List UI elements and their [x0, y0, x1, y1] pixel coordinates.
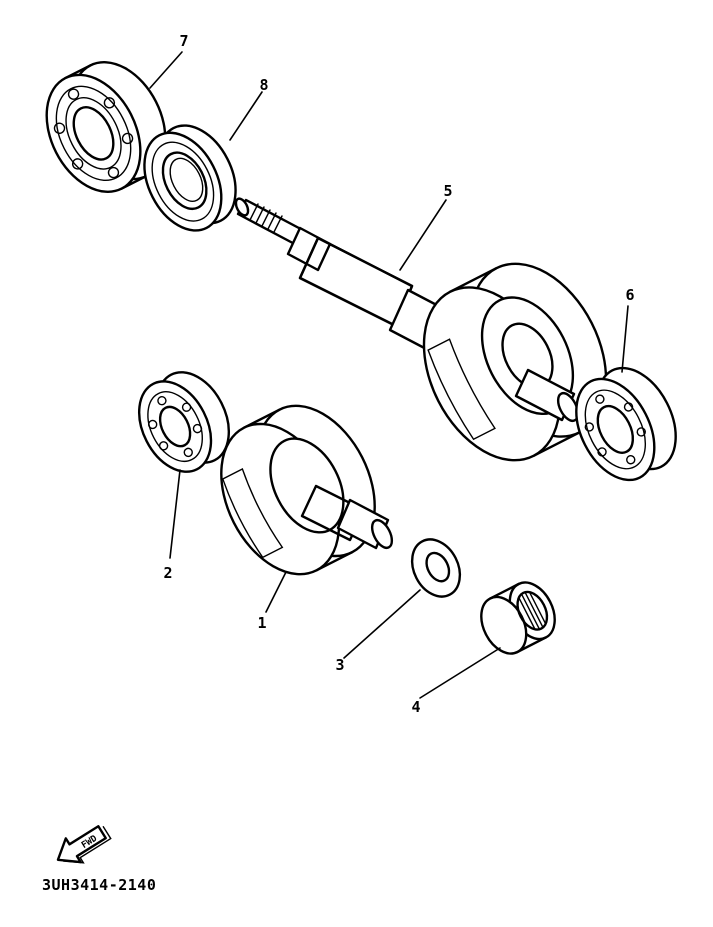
callout-5: 5 [443, 182, 452, 200]
callout-labels: 7 8 5 6 2 1 3 4 [163, 32, 634, 716]
callout-6: 6 [625, 286, 634, 304]
callout-7: 7 [179, 32, 188, 50]
oil-seal-8 [143, 124, 237, 232]
callout-1: 1 [257, 614, 266, 632]
main-shaft-5 [234, 197, 608, 462]
needle-bearing-4 [480, 581, 556, 655]
washer-3 [410, 538, 462, 598]
bearing-7 [45, 61, 167, 193]
callout-3: 3 [335, 656, 344, 674]
gear-1 [220, 404, 394, 576]
bearing-6 [575, 366, 677, 482]
leader-lines [149, 51, 629, 699]
part-number-code: 3UH3414-2140 [42, 876, 157, 894]
callout-4: 4 [411, 698, 420, 716]
bearing-2 [138, 371, 230, 473]
callout-2: 2 [163, 564, 172, 582]
callout-8: 8 [259, 76, 268, 94]
front-direction-arrow-icon: FWD [56, 825, 112, 864]
